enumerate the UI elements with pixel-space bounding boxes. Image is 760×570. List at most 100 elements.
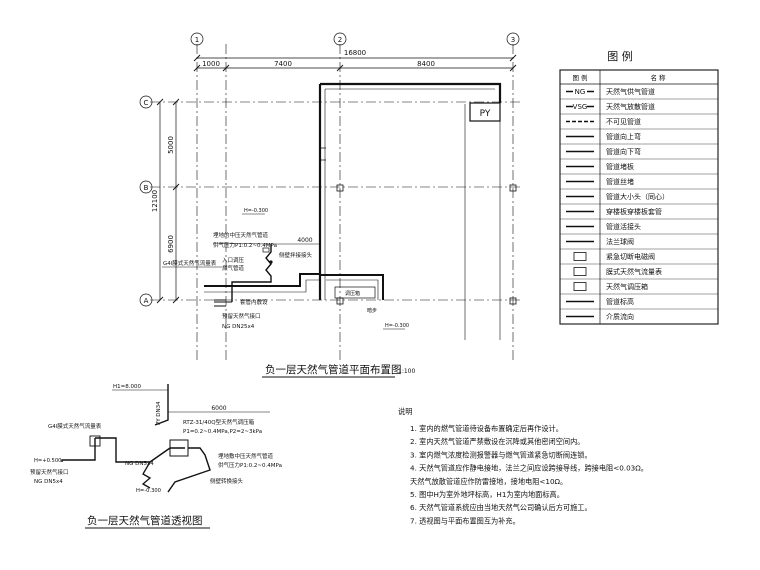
note-item: 2. 室内天然气管道严禁敷设在沉降或其他密闭空间内。 — [410, 437, 584, 446]
svg-text:调压箱: 调压箱 — [345, 290, 360, 297]
callout-interface: 预留天然气接口 — [222, 312, 261, 320]
py-label: PY — [480, 109, 491, 119]
legend-symbol-box — [573, 252, 587, 261]
note-item: 4. 天然气管道应作静电接地，法兰之间应设跨接导线，跨接电阻<0.03Ω。 — [410, 464, 648, 473]
note-item: 3. 室内燃气浓度检测报警器与燃气管道紧急切断阀连锁。 — [410, 450, 592, 459]
iso-pipe-label: 埋地敷中压天然气管道 — [218, 452, 274, 460]
legend-row: 管道向下弯 — [560, 143, 718, 156]
dim-12100: 12100 — [151, 190, 159, 212]
legend-symbol-box — [573, 282, 587, 291]
column-b2 — [336, 184, 344, 192]
regulator-room — [334, 286, 376, 299]
legend-row: VSG 天然气放散管道 — [560, 98, 718, 111]
dim-1000: 1000 — [202, 60, 220, 68]
floor-plan: 16800 1000 7400 8400 1 2 3 5000 12100 69… — [139, 32, 520, 378]
gas-pipe-plan — [214, 244, 273, 307]
legend-row: 介质流向 — [560, 308, 718, 321]
callout-drain: 套管内敷设 — [240, 298, 268, 306]
svg-text:3: 3 — [511, 36, 515, 44]
iso-h: H=+0.500 — [34, 458, 61, 464]
note-item: 6. 天然气管道系统应由当地天然气公司确认后方可施工。 — [410, 503, 592, 512]
dim-total: 16800 — [344, 49, 366, 57]
elev-2: H=-0.300 — [385, 323, 409, 329]
dim-8400: 8400 — [417, 60, 435, 68]
legend-row: 天然气调压箱 — [560, 278, 718, 291]
legend-item-name: 管道大小头（同心） — [606, 192, 669, 201]
legend-row: 管道向上弯 — [560, 128, 718, 141]
column-a3 — [509, 297, 517, 305]
dim-4000: 4000 — [297, 237, 312, 244]
label-cheku: 暗步 — [367, 307, 377, 314]
iso-py: PY DN34 — [156, 401, 162, 425]
legend-item-name: 管道向上弯 — [606, 132, 641, 141]
building-walls: 调压箱 — [204, 82, 517, 340]
legend-item-name: 管道向下弯 — [606, 147, 641, 156]
iso-title: 负一层天然气管道透视图 — [87, 514, 203, 527]
iso-reg: RTZ-31/40Q型天然气调压箱 — [183, 418, 255, 426]
legend-item-name: 天然气调压箱 — [606, 282, 648, 291]
iso-pipe — [61, 437, 185, 463]
iso-ng: NG DN5x4 — [125, 461, 154, 467]
legend: 图 例 图 例 名 称 NG 天然气供气管道 VSG 天然气放散管道不可见管道管道向上… — [559, 49, 719, 325]
iso-elev-top: H1=8.000 — [113, 384, 141, 390]
legend-symbol-text: NG — [575, 88, 586, 96]
py-box — [469, 102, 501, 122]
legend-title: 图 例 — [607, 49, 633, 63]
callout-tag: G4l膜式天然气流量表 — [163, 259, 217, 267]
dim-5000: 5000 — [167, 136, 175, 154]
legend-row: 管道大小头（同心） — [560, 188, 718, 201]
legend-row: 法兰球阀 — [560, 233, 718, 246]
callout-entry: 入口调压 — [222, 256, 245, 264]
note-item: 5. 图中H为室外地坪标高，H1为室内地面标高。 — [410, 490, 564, 499]
legend-col2: 名 称 — [650, 73, 666, 82]
callout-valve: 侧壁拌接接头 — [279, 251, 313, 259]
legend-item-name: 膜式天然气流量表 — [606, 267, 662, 276]
legend-item-name: 介质流向 — [606, 312, 634, 321]
iso-meter: G4l膜式天然气流量表 — [48, 422, 102, 430]
svg-text:2: 2 — [338, 36, 342, 44]
axis-bubble-c — [139, 95, 153, 109]
legend-row: 管道活接头 — [560, 218, 718, 231]
iso-h2: H=-0.300 — [136, 488, 161, 494]
legend-item-name: 管道堵板 — [606, 162, 634, 171]
legend-col1: 图 例 — [572, 73, 587, 82]
note-item: 1. 室内的燃气管道待设备布置确定后再作设计。 — [410, 424, 563, 433]
svg-text:1: 1 — [195, 36, 199, 44]
dim-7400: 7400 — [274, 60, 292, 68]
legend-item-name: 紧急切断电磁阀 — [606, 252, 655, 261]
axis-bubble-2 — [333, 32, 347, 46]
axis-bubble-b — [139, 180, 153, 194]
legend-row: 穿楼板穿楼板套管 — [560, 203, 718, 216]
legend-symbol-box — [573, 267, 587, 276]
note-item: 7. 透视图与平面布置图互为补充。 — [410, 516, 520, 525]
iso-meter-box — [89, 435, 101, 447]
legend-item-name: 穿楼板穿楼板套管 — [606, 207, 662, 216]
column-b3 — [509, 184, 517, 192]
legend-symbol-text: VSG — [573, 103, 588, 111]
iso-iface: 预留天然气接口 — [30, 468, 69, 476]
legend-item-name: 管道标高 — [606, 297, 634, 306]
legend-row: 管道丝堵 — [560, 173, 718, 186]
axis-bubble-a — [139, 293, 153, 307]
elev-1: H=-0.300 — [244, 208, 268, 214]
iso-dim-6000: 6000 — [211, 405, 226, 412]
svg-text:C: C — [144, 99, 149, 107]
iso-reg-2: P1=0.2~0.4MPa,P2=2~3kPa — [183, 429, 262, 435]
plan-title: 负一层天然气管道平面布置图 — [265, 363, 402, 376]
legend-row: 管道标高 — [560, 293, 718, 306]
legend-item-name: 管道丝堵 — [606, 177, 634, 186]
legend-item-name: 法兰球阀 — [606, 237, 634, 246]
callout-main: 埋地的中压天然气管道 — [213, 231, 269, 239]
legend-row: 膜式天然气流量表 — [560, 263, 718, 276]
iso-ng2: NG DN5x4 — [34, 479, 63, 485]
notes: 说明 1. 室内的燃气管道待设备布置确定后再作设计。2. 室内天然气管道严禁敷设… — [398, 407, 648, 525]
legend-row: 管道堵板 — [560, 158, 718, 171]
legend-item-name: 天然气供气管道 — [606, 87, 655, 96]
isometric-view: H1=8.000 PY DN34 6000 G4l膜式天然气流量表 RTZ-31… — [30, 384, 282, 529]
callout-ng: NG DN25x4 — [222, 324, 255, 330]
callout-main-2: 供气压力P1:0.2~0.4MPa — [213, 241, 277, 249]
legend-item-name: 天然气放散管道 — [606, 102, 655, 111]
legend-row: 不可见管道 — [560, 113, 718, 126]
axis-bubble-1 — [190, 32, 204, 46]
